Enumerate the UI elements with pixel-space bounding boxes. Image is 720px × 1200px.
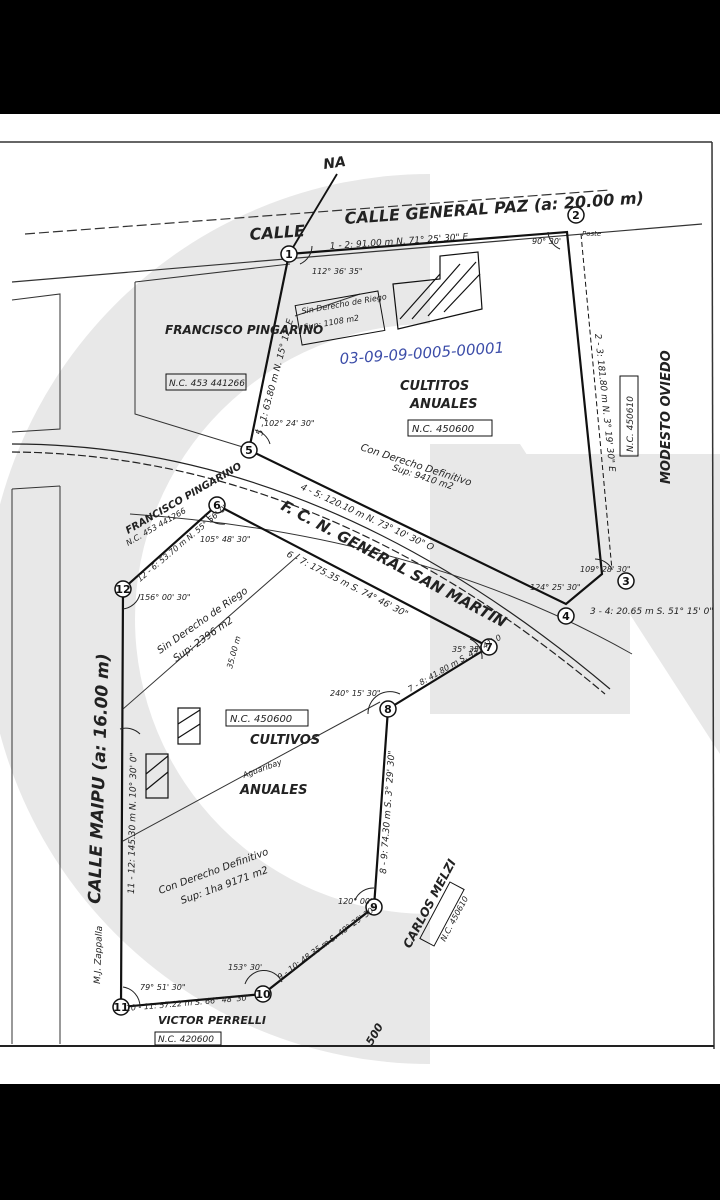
parcel-upper-use-1: CULTITOS — [400, 379, 469, 394]
neighbor-south: VICTOR PERRELLI — [158, 1014, 266, 1027]
vertex-11: 11 — [112, 998, 130, 1016]
angle-9: 120° 00' — [338, 897, 372, 906]
parcel-lower-nc: N.C. 450600 — [230, 714, 292, 725]
side-2-3: 2 - 3: 181.80 m N. 3° 19' 30" E — [592, 333, 616, 472]
vertex-5: 5 — [240, 441, 258, 459]
survey-plan: 1 2 3 4 5 6 7 8 9 10 11 12 — [0, 141, 720, 1064]
svg-text:4: 4 — [562, 610, 570, 623]
building-upper — [392, 251, 483, 330]
neighbor-southeast-nc-box — [419, 881, 465, 947]
side-8-9: 8 - 9: 74.30 m S. 3° 29' 30" — [379, 750, 398, 874]
parcel-upper-nc-box — [407, 419, 493, 437]
svg-text:3: 3 — [622, 575, 630, 588]
parcel-upper-use-2: ANUALES — [409, 397, 478, 412]
neighbor-south-nc: N.C. 420600 — [158, 1035, 214, 1045]
parcel-lower-nc-box — [225, 709, 309, 727]
neighbor-outlines — [11, 263, 291, 1044]
angle-6: 105° 48' 30" — [200, 535, 251, 544]
watermark-c-shape — [0, 174, 430, 1064]
parcel-upper-nc: N.C. 450600 — [412, 424, 474, 435]
neighbor-east-nc-box — [619, 375, 639, 457]
vertex-6: 6 — [208, 496, 226, 514]
svg-text:10: 10 — [255, 988, 271, 1001]
north-label: NA — [322, 154, 347, 173]
angle-labels: 112° 36' 35" 90° 30' 109° 28' 30" 124° 2… — [140, 237, 631, 992]
survey-plan-sheet: 1 2 3 4 5 6 7 8 9 10 11 12 — [0, 114, 720, 1084]
parcel-upper-water-box — [294, 290, 386, 346]
tree-note: Aguaribay — [241, 757, 284, 780]
side-3-4: 3 - 4: 20.65 m S. 51° 15' 0" — [590, 607, 713, 617]
street-calle-label: CALLE — [249, 221, 306, 244]
side-11-12: 11 - 12: 145.30 m N. 10° 30' 0" — [127, 752, 139, 894]
angle-5: 102° 24' 30" — [264, 419, 315, 428]
neighbor-northwest-nc: N.C. 453 441266 — [169, 379, 245, 389]
svg-text:11: 11 — [113, 1001, 128, 1014]
angle-11: 79° 51' 30" — [140, 983, 186, 992]
neighbor-east-nc: N.C. 450610 — [626, 396, 636, 452]
interior-lines — [122, 293, 381, 842]
svg-text:2: 2 — [572, 209, 580, 222]
north-arrow-line — [288, 173, 338, 255]
vertex-1: 1 — [280, 245, 298, 263]
vertex-3: 3 — [617, 572, 635, 590]
angle-4: 124° 25' 30" — [530, 583, 581, 592]
vertex-12: 12 — [114, 580, 132, 598]
vertex-9: 9 — [365, 898, 383, 916]
right-border — [711, 141, 715, 1050]
vertex-10: 10 — [254, 985, 272, 1003]
parcel-lower-use-2: ANUALES — [239, 783, 308, 798]
angle-8: 240° 15' 30" — [330, 689, 381, 698]
vertex-8: 8 — [379, 700, 397, 718]
parcel-lower-use-1: CULTIVOS — [250, 733, 320, 748]
svg-text:8: 8 — [384, 703, 392, 716]
street-general-paz — [11, 189, 703, 283]
neighbor-northwest-nc-box — [165, 373, 247, 391]
svg-text:12: 12 — [115, 583, 130, 596]
parcel-lower-outline — [119, 503, 492, 1009]
parcel-upper-outline — [247, 230, 604, 606]
svg-text:6: 6 — [213, 499, 221, 512]
cadastral-stamp-number: 03-09-09-0005-00001 — [339, 339, 505, 368]
neighbor-east: MODESTO OVIEDO — [659, 350, 674, 484]
neighbor-southwest: M.J. Zappalla — [93, 926, 105, 984]
svg-text:1: 1 — [285, 248, 293, 261]
vertex-2: 2 — [567, 206, 585, 224]
svg-text:5: 5 — [245, 444, 253, 457]
angle-1: 112° 36' 35" — [312, 267, 363, 276]
neighbor-southeast-nc: N.C. 450610 — [439, 895, 470, 943]
vertex-markers: 1 2 3 4 5 6 7 8 9 10 11 12 — [112, 206, 635, 1016]
angle-10: 153° 30' — [228, 963, 262, 972]
east-fence-line — [580, 233, 613, 571]
neighbor-northwest: FRANCISCO PINGARINO — [165, 323, 323, 337]
watermark-logo — [0, 174, 720, 1064]
angle-3: 109° 28' 30" — [580, 565, 631, 574]
angle-12: 156° 00' 30" — [140, 593, 191, 602]
angle-arcs — [119, 231, 613, 1008]
angle-7: 35° 35' — [452, 645, 481, 654]
angle-2: 90° 30' — [532, 237, 561, 246]
neighbor-south-nc-box — [154, 1031, 222, 1046]
fence-note: Poste — [582, 230, 601, 238]
vertex-4: 4 — [557, 607, 575, 625]
zone-width-note: 35.00 m — [225, 635, 242, 670]
svg-text:7: 7 — [485, 641, 493, 654]
vertex-7: 7 — [480, 638, 498, 656]
building-lower — [145, 707, 201, 799]
svg-text:9: 9 — [370, 901, 378, 914]
